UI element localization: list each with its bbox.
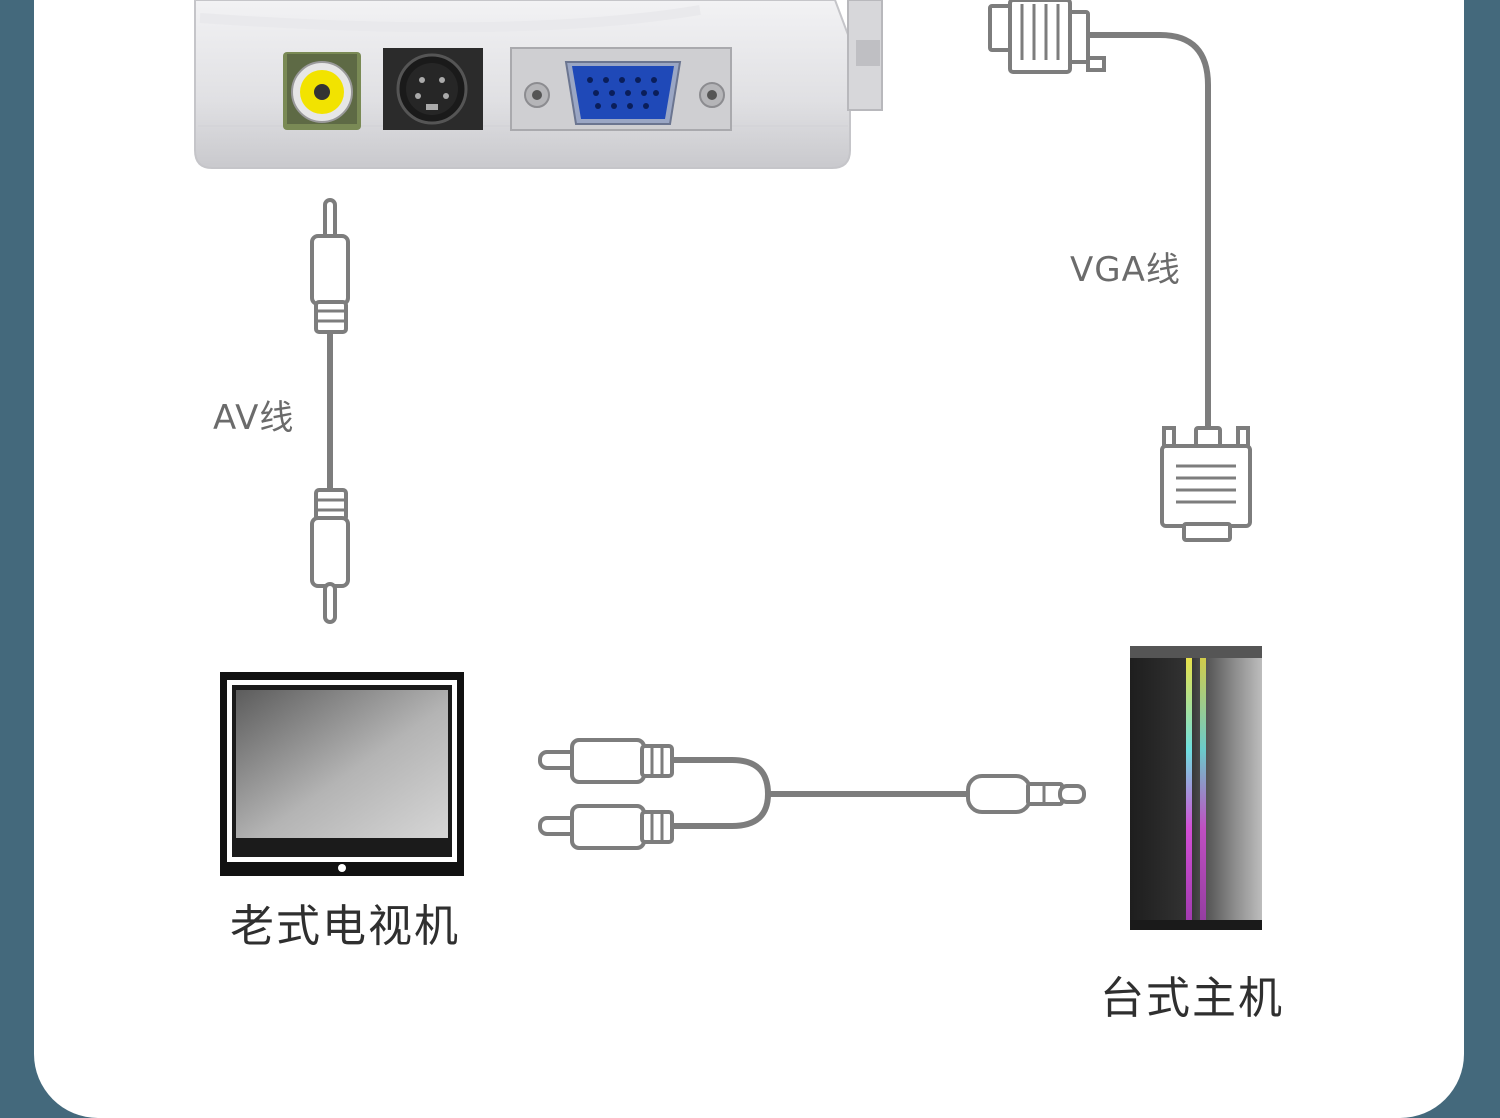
- desktop-pc-label: 台式主机: [1100, 973, 1284, 1024]
- audio-y-cable-icon: [538, 738, 1086, 850]
- vga-cable-icon: [988, 0, 1252, 542]
- rca-cable-icon: [310, 198, 350, 624]
- av-cable-label: AV线: [213, 398, 295, 438]
- content-card: [34, 0, 1464, 1118]
- old-tv-label: 老式电视机: [230, 901, 460, 952]
- pc-tower-icon: [1130, 646, 1262, 930]
- vga-cable-label: VGA线: [1070, 250, 1181, 290]
- converter-box-icon: [194, 0, 883, 169]
- crt-tv-icon: [220, 672, 464, 876]
